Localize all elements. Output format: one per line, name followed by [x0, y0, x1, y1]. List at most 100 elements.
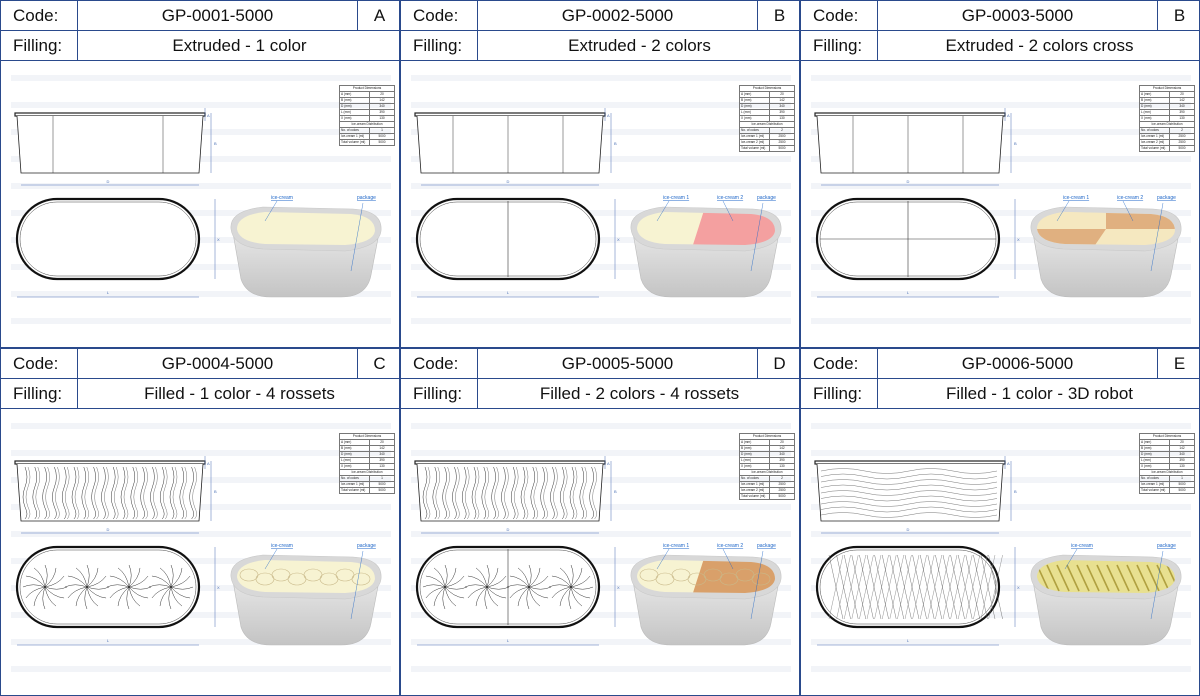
code-label: Code:	[801, 349, 878, 379]
table-section-title: Product Dimensions	[339, 433, 395, 440]
table-section-title: Ice-cream Distribution	[1139, 468, 1195, 476]
dimension-label-d: D	[107, 179, 110, 184]
background-pattern-line	[411, 75, 791, 81]
table-param-value: 130	[769, 114, 795, 122]
background-pattern-line	[11, 291, 391, 297]
background-pattern-line	[411, 666, 791, 672]
background-pattern-line	[411, 531, 791, 537]
dimension-label-x: X	[617, 585, 620, 590]
top-view: LX	[415, 197, 620, 298]
table-section-title: Ice-cream Distribution	[339, 468, 395, 476]
table-section-title: Ice-cream Distribution	[1139, 120, 1195, 128]
filling-type: Filled - 1 color - 4 rossets	[144, 384, 335, 403]
background-pattern-line	[11, 585, 391, 591]
code-label: Code:	[401, 1, 478, 31]
table-param-name: Total volume (ml)	[739, 144, 770, 152]
filling-row: Filling: Filled - 1 color - 3D robot	[801, 379, 1199, 409]
background-pattern-line	[411, 291, 791, 297]
table-param-value: 142	[1169, 96, 1195, 104]
background-pattern-line	[411, 318, 791, 324]
background-pattern-line	[411, 210, 791, 216]
top-view: LX	[415, 545, 620, 646]
table-param-value: 5000	[769, 492, 795, 500]
dimension-label-a: A	[607, 461, 610, 466]
render-3d-view: ice-cream package	[230, 543, 382, 646]
background-pattern-line	[411, 183, 791, 189]
dimension-label-l: L	[107, 290, 110, 295]
table-param-value: 340	[1169, 450, 1195, 458]
table-param-value: 5000	[1169, 144, 1195, 152]
packaging-callout: package	[1157, 195, 1176, 201]
background-pattern-line	[11, 639, 391, 645]
side-view: DBA	[814, 456, 1017, 534]
background-pattern-line	[411, 504, 791, 510]
table-param-value: 5000	[1169, 480, 1195, 488]
side-view: DBA	[14, 108, 217, 186]
table-section-title: Product Dimensions	[1139, 85, 1195, 92]
packaging-callout: package	[357, 195, 376, 201]
dimension-label-a: A	[207, 113, 210, 118]
background-pattern-line	[11, 423, 391, 429]
table-section-title: Product Dimensions	[739, 85, 795, 92]
side-view: DBA	[814, 108, 1017, 186]
ice-cream-callout: ice-cream	[271, 195, 293, 201]
product-code: GP-0005-5000	[478, 349, 758, 379]
background-pattern-line	[811, 183, 1191, 189]
filling-type: Filled - 1 color - 3D robot	[945, 384, 1134, 403]
ice-cream-callout: ice-cream	[271, 543, 293, 549]
table-param-value: 340	[769, 450, 795, 458]
table-param-value: 340	[1169, 102, 1195, 110]
ice-cream-callout: ice-cream 2	[717, 195, 743, 201]
variant-letter: E	[1173, 354, 1186, 373]
table-param-value: 2	[769, 474, 795, 482]
packaging-callout: package	[357, 543, 376, 549]
top-view: LX	[815, 197, 1020, 298]
ice-cream-fill	[1037, 212, 1175, 245]
background-pattern-line	[11, 210, 391, 216]
code-label: Code:	[1, 349, 78, 379]
table-param-value: 5000	[769, 144, 795, 152]
table-section-title: Product Dimensions	[1139, 433, 1195, 440]
dimension-label-b: B	[614, 489, 617, 494]
background-pattern-line	[411, 237, 791, 243]
code-label: Code:	[401, 349, 478, 379]
background-pattern-line	[411, 423, 791, 429]
background-pattern-line	[811, 666, 1191, 672]
ice-cream-fill	[1037, 560, 1175, 593]
filling-label: Filling:	[801, 379, 878, 409]
code-label: Code:	[1, 1, 78, 31]
background-pattern-line	[811, 504, 1191, 510]
table-param-value: 390	[769, 108, 795, 116]
table-param-value: 390	[1169, 108, 1195, 116]
ice-cream-fill	[237, 560, 375, 593]
table-param-value: 20	[769, 90, 795, 98]
background-pattern-line	[411, 450, 791, 456]
background-pattern-line	[811, 156, 1191, 162]
table-param-name: Total volume (ml)	[1139, 486, 1170, 494]
dimension-label-l: L	[907, 290, 910, 295]
table-param-value: 340	[369, 102, 395, 110]
table-param-value: 5000	[1169, 486, 1195, 494]
filling-label: Filling:	[1, 31, 78, 61]
table-param-value: 20	[1169, 438, 1195, 446]
ice-cream-callout: ice-cream 2	[717, 543, 743, 549]
top-view: LX	[815, 545, 1020, 646]
ice-cream-callout: ice-cream	[1071, 543, 1093, 549]
render-3d-view: ice-cream package	[230, 195, 382, 298]
dimension-label-x: X	[1017, 237, 1020, 242]
table-param-value: 1	[369, 474, 395, 482]
background-pattern-line	[411, 639, 791, 645]
dimension-label-d: D	[907, 179, 910, 184]
table-param-value: 5000	[369, 138, 395, 146]
